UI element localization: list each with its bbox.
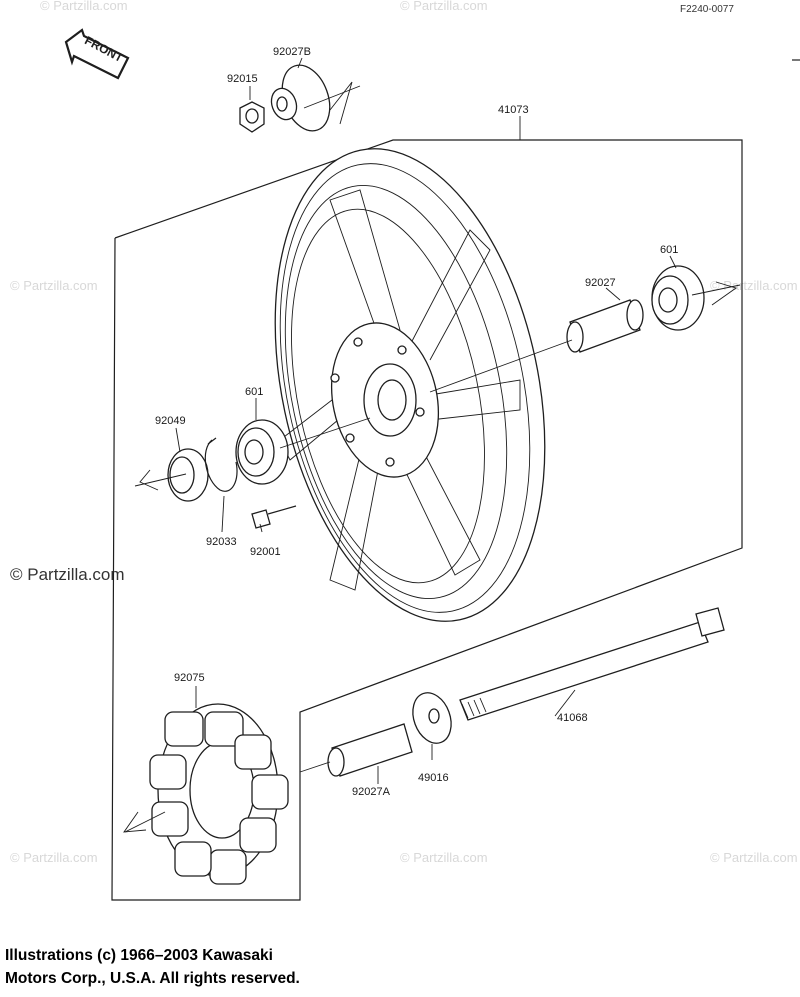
- part-label-92027B: 92027B: [273, 46, 311, 58]
- leader-601-right: [669, 255, 677, 269]
- watermark: © Partzilla.com: [40, 0, 128, 13]
- part-label-92075: 92075: [174, 672, 205, 684]
- leader-92049: [175, 427, 181, 453]
- collar-92027B: [270, 64, 361, 132]
- leader-92027: [605, 287, 621, 301]
- figure-id: F2240-0077: [680, 4, 734, 15]
- part-label-92001: 92001: [250, 546, 281, 558]
- leader-92027B: [297, 57, 303, 69]
- part-label-601-left: 601: [245, 386, 263, 398]
- watermark-main: © Partzilla.com: [10, 565, 125, 584]
- watermark: © Partzilla.com: [10, 278, 98, 293]
- spacer-92027A: [299, 723, 413, 784]
- watermark: © Partzilla.com: [400, 850, 488, 865]
- circlip-92033: [204, 437, 238, 492]
- part-label-92027A: 92027A: [352, 786, 391, 798]
- part-label-601-right: 601: [660, 244, 678, 256]
- bearing-601-left: [235, 417, 371, 485]
- part-label-41068: 41068: [557, 712, 588, 724]
- axle-41068: [459, 607, 725, 721]
- part-label-41073: 41073: [498, 104, 529, 116]
- part-label-92049: 92049: [155, 415, 186, 427]
- watermark: © Partzilla.com: [710, 278, 798, 293]
- seal-92049: [134, 448, 209, 502]
- copyright-line-2: Motors Corp., U.S.A. All rights reserved…: [5, 970, 300, 987]
- assembly-outline: [111, 139, 743, 901]
- front-arrow-icon: FRONT: [64, 28, 130, 80]
- washer-49016: [412, 692, 452, 760]
- spacer-92027: [429, 299, 644, 393]
- watermark: © Partzilla.com: [710, 850, 798, 865]
- bolt-92001: [251, 505, 297, 529]
- watermark: © Partzilla.com: [400, 0, 488, 13]
- damper-92075: [123, 703, 289, 885]
- nut-92015: [239, 101, 265, 133]
- leader-92001: [259, 523, 263, 533]
- copyright-notice: Illustrations (c) 1966–2003 Kawasaki Mot…: [5, 944, 425, 990]
- part-label-92033: 92033: [206, 536, 237, 548]
- part-label-49016: 49016: [418, 772, 449, 784]
- bearing-601-right: [651, 265, 741, 331]
- wheel-41073: [274, 148, 546, 622]
- part-label-92015: 92015: [227, 73, 258, 85]
- copyright-line-1: Illustrations (c) 1966–2003 Kawasaki: [5, 947, 273, 964]
- part-label-92027: 92027: [585, 277, 616, 289]
- leader-92033: [221, 495, 225, 533]
- watermark: © Partzilla.com: [10, 850, 98, 865]
